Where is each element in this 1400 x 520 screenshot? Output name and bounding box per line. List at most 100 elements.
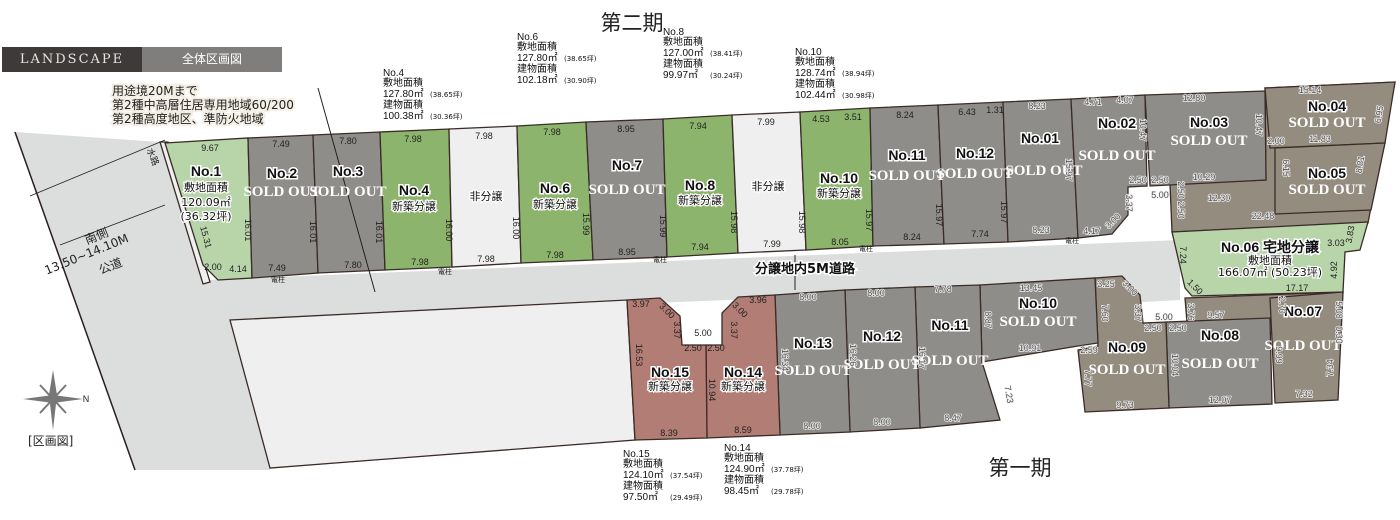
dimension-label: 7.32 <box>1295 389 1313 399</box>
road-width-arrow-2 <box>59 204 166 246</box>
pole-label: 電柱 <box>859 244 873 253</box>
dimension-label: 16.00 <box>444 219 454 242</box>
info-no4: 敷地面積 <box>383 76 423 89</box>
lot-f07[interactable] <box>1269 291 1344 404</box>
info-no8: 99.97㎡ <box>663 69 698 81</box>
lot-no3[interactable] <box>312 131 386 274</box>
lot-f05[interactable] <box>1274 142 1386 215</box>
info-no4: 127.80㎡ <box>383 88 424 100</box>
info-no6: 建物面積 <box>517 62 557 75</box>
dimension-label: 7.34 <box>1325 359 1335 377</box>
dimension-label: 16.01 <box>374 221 384 244</box>
dimension-label: 7.60 <box>1100 304 1110 322</box>
lot-status: 非分譲 <box>470 189 503 203</box>
dimension-label: 2.00 <box>204 262 222 272</box>
dimension-label: 7.80 <box>344 260 362 270</box>
lot-number: No.05 <box>1308 165 1346 181</box>
lot-f06[interactable] <box>1171 221 1369 297</box>
dimension-label: 9.67 <box>201 143 219 153</box>
lot-no2[interactable] <box>247 134 319 279</box>
dimension-label: 4.53 <box>812 114 830 124</box>
dimension-label: 16.01 <box>308 221 318 244</box>
pole-label: 電柱 <box>653 255 667 264</box>
info-no15: 97.50㎡ <box>623 491 658 503</box>
dimension-label: 16.17 <box>917 347 927 370</box>
dimension-label: 8.24 <box>903 232 921 242</box>
info-no14: (37.78坪) <box>771 466 804 474</box>
dimension-label: 7.49 <box>272 139 290 149</box>
brand-label: LANDSCAPE <box>2 47 142 72</box>
dimension-label: 10.91 <box>1019 343 1042 353</box>
dimension-label: 8.87 <box>983 311 993 329</box>
dimension-label: 8.95 <box>618 247 636 257</box>
dimension-label: 7.94 <box>691 242 709 252</box>
dimension-label: 2.50 <box>1144 323 1162 333</box>
lot-f09[interactable] <box>1077 275 1170 413</box>
info-no8: 建物面積 <box>663 57 703 70</box>
dimension-label: 2.00 <box>1267 136 1285 146</box>
lot-f15[interactable] <box>626 297 708 441</box>
dimension-label: 8.00 <box>873 417 891 427</box>
lot-status: 新築分譲 <box>817 186 861 200</box>
dimension-label: 7.78 <box>934 284 952 294</box>
lot-no1[interactable] <box>164 137 253 281</box>
lot-status: SOLD OUT <box>1181 356 1258 372</box>
info-no6: (30.90坪) <box>564 77 597 85</box>
lot-status: SOLD OUT <box>936 166 1013 182</box>
lot-status: SOLD OUT <box>1288 115 1365 131</box>
dimension-label: 2.50 <box>1176 181 1186 199</box>
dimension-label: 9.57 <box>1207 310 1225 320</box>
info-no8: No.8 <box>663 27 685 38</box>
dimension-label: 7.24 <box>1178 246 1188 264</box>
lot-status: SOLD OUT <box>1088 362 1165 378</box>
info-no15: 建物面積 <box>623 479 663 492</box>
info-no10: 128.74㎡ <box>795 67 836 79</box>
header-bar: LANDSCAPE 全体区画図 <box>2 47 282 72</box>
dimension-label: 7.98 <box>475 131 493 141</box>
phase-2-title: 第二期 <box>601 11 664 35</box>
dimension-label: 1.31 <box>986 105 1004 115</box>
lot-number: No.06 宅地分譲 <box>1221 239 1320 255</box>
dimension-label: 7.94 <box>689 121 707 131</box>
dimension-label: 22.48 <box>1252 211 1275 221</box>
lot-number: No.3 <box>333 163 364 179</box>
dimension-label: 8.00 <box>803 421 821 431</box>
dimension-label: 8.81 <box>1354 155 1367 174</box>
lot-number: No.04 <box>1308 98 1346 114</box>
dimension-label: 10.29 <box>1193 172 1216 182</box>
dimension-label: 16.53 <box>634 344 644 367</box>
info-no4: (30.36坪) <box>430 113 463 121</box>
dimension-label: 6.43 <box>958 107 976 117</box>
dimension-label: 8.95 <box>617 124 635 134</box>
dimension-label: 8.39 <box>660 428 678 438</box>
dimension-label: 6.15 <box>1281 159 1291 177</box>
info-no14: 建物面積 <box>724 473 764 486</box>
lot-status: 新築分譲 <box>533 197 577 211</box>
zoning-note: 第2種中高層住居専用地域60/200 <box>112 97 294 112</box>
info-no4: (38.65坪) <box>430 91 463 99</box>
dimension-label: 7.98 <box>543 127 561 137</box>
lot-status: SOLD OUT <box>1288 182 1365 198</box>
dimension-label: 2.50 <box>1169 323 1187 333</box>
dimension-label: 3.76 <box>1186 303 1196 321</box>
dimension-label: 15.98 <box>729 211 739 234</box>
info-no10: 建物面積 <box>795 77 835 90</box>
dimension-label: 15.99 <box>581 213 591 236</box>
compass-icon <box>23 370 83 430</box>
page-title: 全体区画図 <box>142 47 282 72</box>
dimension-label: 7.98 <box>477 254 495 264</box>
lot-number: No.02 <box>1098 115 1136 131</box>
info-no6: (38.65坪) <box>564 55 597 63</box>
lot-number: No.10 <box>1019 295 1057 311</box>
dimension-label: 7.77 <box>1083 369 1093 387</box>
lot-number: No.14 <box>724 364 762 380</box>
lot-number: No.1 <box>191 163 222 179</box>
info-no15: (29.49坪) <box>670 494 703 502</box>
zoning-boundary-line <box>317 87 376 293</box>
dimension-label: 7.99 <box>763 239 781 249</box>
dimension-label: 7.98 <box>546 250 564 260</box>
lot-area-label: 敷地面積 <box>1248 253 1292 267</box>
dimension-label: 15.97 <box>999 201 1009 224</box>
info-no8: (38.41坪) <box>710 50 743 58</box>
lot-f03[interactable] <box>1144 90 1267 187</box>
